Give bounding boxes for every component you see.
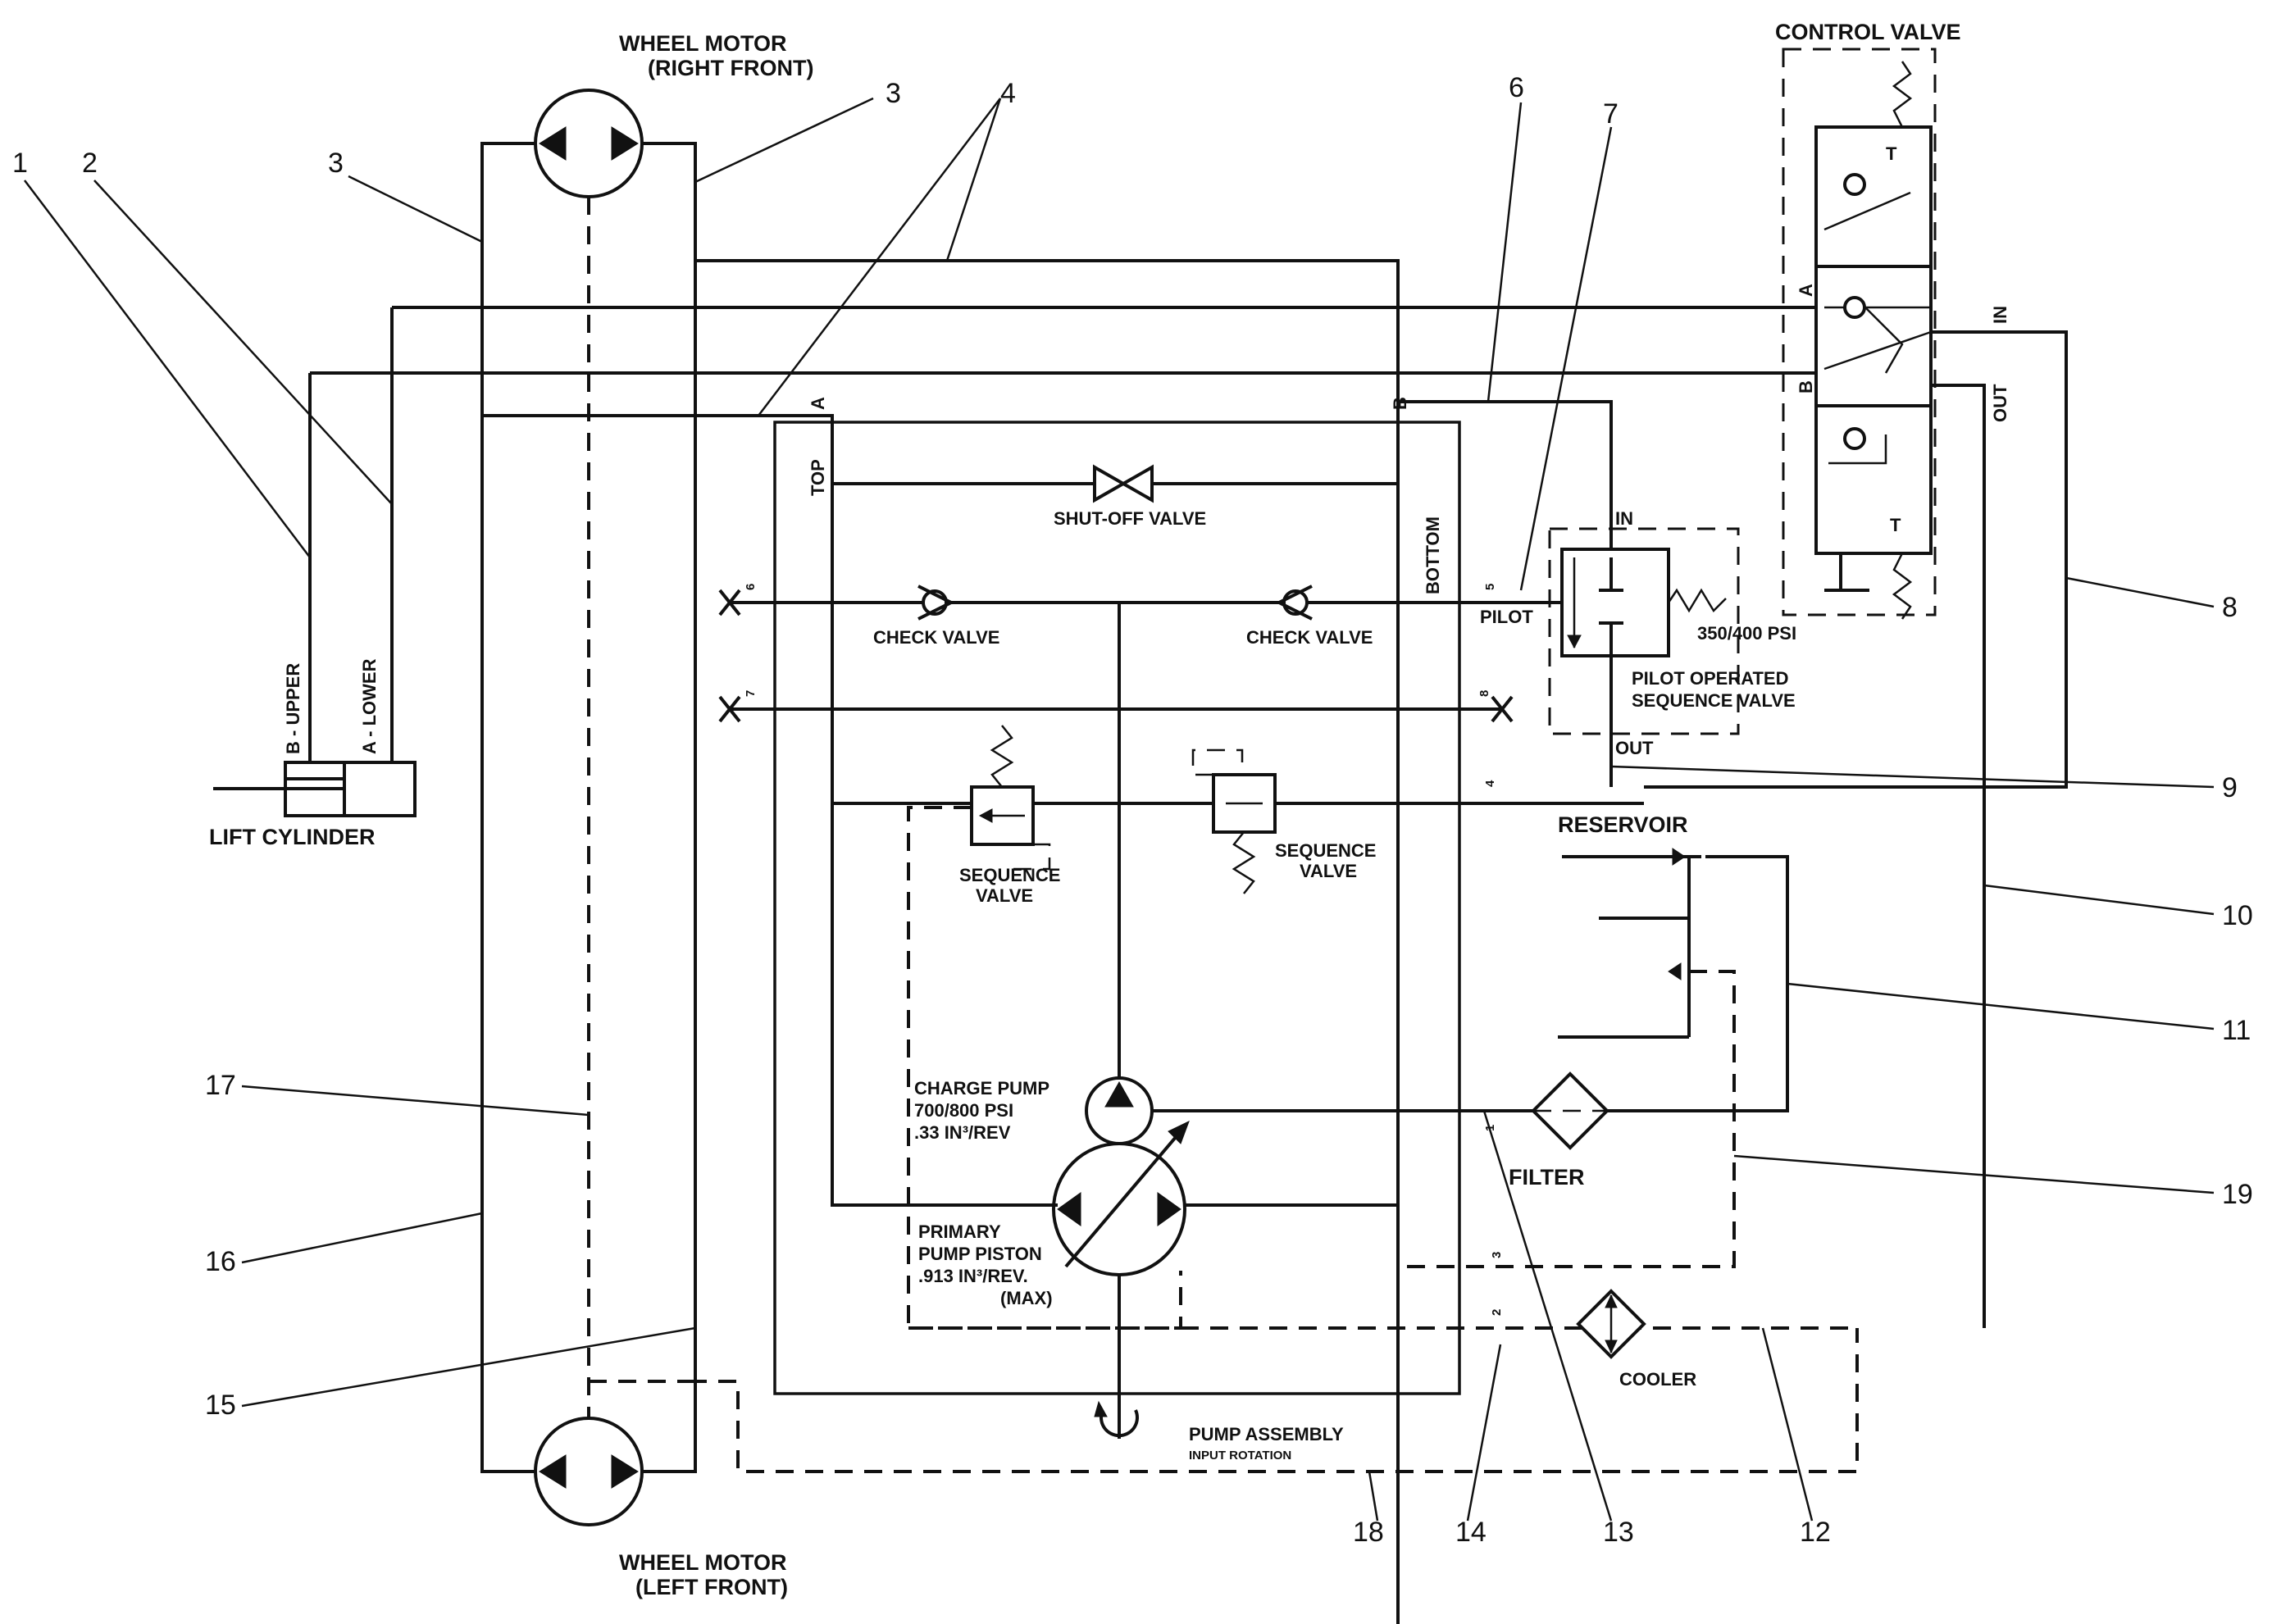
port-4-label: 4 — [1483, 780, 1497, 787]
sequence-valve-right-label-2: VALVE — [1300, 861, 1357, 881]
check-valve-left-label: CHECK VALVE — [873, 627, 999, 648]
sequence-valve-right — [1191, 748, 1277, 894]
callout-8: 8 — [2222, 592, 2238, 623]
callout-7: 7 — [1603, 98, 1619, 130]
filter-label: FILTER — [1509, 1165, 1584, 1190]
a-lower-label: A - LOWER — [359, 658, 380, 754]
callout-12: 12 — [1800, 1517, 1831, 1548]
callout-1: 1 — [12, 148, 28, 179]
wheel-motor-rf-subtitle: (RIGHT FRONT) — [648, 56, 813, 80]
cv-in-label: IN — [1990, 306, 2010, 324]
shut-off-valve-label: SHUT-OFF VALVE — [1054, 508, 1206, 529]
wheel-motor-right-front — [534, 89, 644, 198]
callout-15: 15 — [205, 1390, 236, 1421]
sequence-valve-left-label-1: SEQUENCE — [959, 865, 1060, 885]
input-rotation-label: INPUT ROTATION — [1189, 1449, 1291, 1463]
callout-leaders — [24, 97, 2215, 1522]
callout-13: 13 — [1603, 1517, 1634, 1548]
charge-pump-label-3: .33 IN³/REV — [914, 1122, 1011, 1143]
charge-pump — [1085, 1076, 1154, 1145]
callout-11: 11 — [2222, 1015, 2251, 1046]
pump-assembly-label: PUMP ASSEMBLY — [1189, 1424, 1344, 1444]
port-8-label: 8 — [1477, 690, 1491, 697]
control-valve-title: CONTROL VALVE — [1775, 20, 1961, 44]
callout-6: 6 — [1509, 72, 1524, 103]
lift-cylinder-label: LIFT CYLINDER — [209, 825, 376, 849]
primary-pump-label-3: .913 IN³/REV. — [918, 1266, 1028, 1286]
port-1-label: 1 — [1483, 1125, 1497, 1131]
callout-19: 19 — [2222, 1179, 2253, 1210]
callout-numbers: 1 2 3 3 4 6 7 8 9 10 11 19 12 13 14 18 1… — [12, 72, 2253, 1548]
primary-pump-label-4: (MAX) — [1000, 1288, 1053, 1308]
port-3-label: 3 — [1490, 1252, 1504, 1258]
wheel-motor-lf-subtitle: (LEFT FRONT) — [635, 1575, 788, 1599]
check-valve-left — [917, 585, 955, 621]
callout-17: 17 — [205, 1070, 236, 1101]
check-valve-right-label: CHECK VALVE — [1246, 627, 1373, 648]
callout-14: 14 — [1455, 1517, 1487, 1548]
charge-pump-label-1: CHARGE PUMP — [914, 1078, 1049, 1099]
control-valve — [1644, 48, 2068, 1328]
pilot-seq-label-1: PILOT OPERATED — [1632, 668, 1789, 689]
filter — [1531, 1071, 1609, 1150]
port-5-label: 5 — [1483, 584, 1497, 590]
port-plugs — [718, 589, 1514, 723]
cv-t1-label: T — [1886, 143, 1897, 164]
wheel-motor-lf-title: WHEEL MOTOR — [619, 1550, 787, 1575]
primary-pump-piston — [1052, 1121, 1190, 1439]
labels: WHEEL MOTOR (RIGHT FRONT) WHEEL MOTOR (L… — [209, 20, 2010, 1599]
check-valve-line — [730, 601, 1644, 1111]
cv-t2-label: T — [1890, 515, 1901, 535]
wheel-motor-rf-title: WHEEL MOTOR — [619, 31, 787, 56]
check-valve-right — [1275, 585, 1313, 621]
main-lines — [308, 259, 1845, 1624]
charge-pump-label-2: 700/800 PSI — [914, 1100, 1013, 1121]
sequence-valve-right-label-1: SEQUENCE — [1275, 840, 1376, 861]
motor-loop-lines — [480, 142, 1859, 1473]
pilot-label: PILOT — [1480, 607, 1533, 627]
callout-4: 4 — [1000, 78, 1016, 109]
port-6-label: 6 — [744, 584, 758, 590]
pilot-operated-sequence-valve — [1548, 527, 1740, 787]
bottom-label: BOTTOM — [1423, 516, 1443, 594]
reservoir-label: RESERVOIR — [1558, 812, 1688, 837]
callout-9: 9 — [2222, 772, 2238, 803]
wheel-motor-left-front — [534, 1417, 644, 1526]
seq-out-label: OUT — [1615, 738, 1654, 758]
cv-out-label: OUT — [1990, 384, 2010, 422]
cv-b-label: B — [1796, 380, 1816, 393]
primary-pump-label-1: PRIMARY — [918, 1221, 1001, 1242]
sequence-valve-left — [970, 725, 1051, 871]
callout-2: 2 — [82, 148, 98, 179]
pilot-seq-label-2: SEQUENCE VALVE — [1632, 690, 1796, 711]
cooler-label: COOLER — [1619, 1369, 1696, 1390]
port-a-label: A — [808, 397, 828, 410]
sequence-valve-left-label-2: VALVE — [976, 885, 1033, 906]
callout-3-left: 3 — [328, 148, 344, 179]
callout-10: 10 — [2222, 900, 2253, 931]
b-upper-label: B - UPPER — [283, 663, 303, 754]
port-7-label: 7 — [744, 690, 758, 697]
lift-cylinder — [213, 761, 417, 817]
cooler — [1576, 1289, 1646, 1359]
reservoir — [1396, 848, 1736, 1328]
shut-off-valve — [832, 464, 1398, 503]
port-2-label: 2 — [1490, 1309, 1504, 1316]
callout-3-right: 3 — [886, 78, 901, 109]
callout-16: 16 — [205, 1246, 236, 1277]
case-drain-line — [908, 1271, 1182, 1330]
callout-18: 18 — [1353, 1517, 1384, 1548]
drain-line — [907, 806, 1857, 1330]
cv-a-label: A — [1796, 284, 1816, 297]
pilot-pressure-label: 350/400 PSI — [1697, 623, 1796, 644]
primary-pump-label-2: PUMP PISTON — [918, 1244, 1042, 1264]
top-label: TOP — [808, 459, 828, 496]
port-b-label: B — [1390, 397, 1410, 410]
seq-in-label: IN — [1615, 508, 1633, 529]
